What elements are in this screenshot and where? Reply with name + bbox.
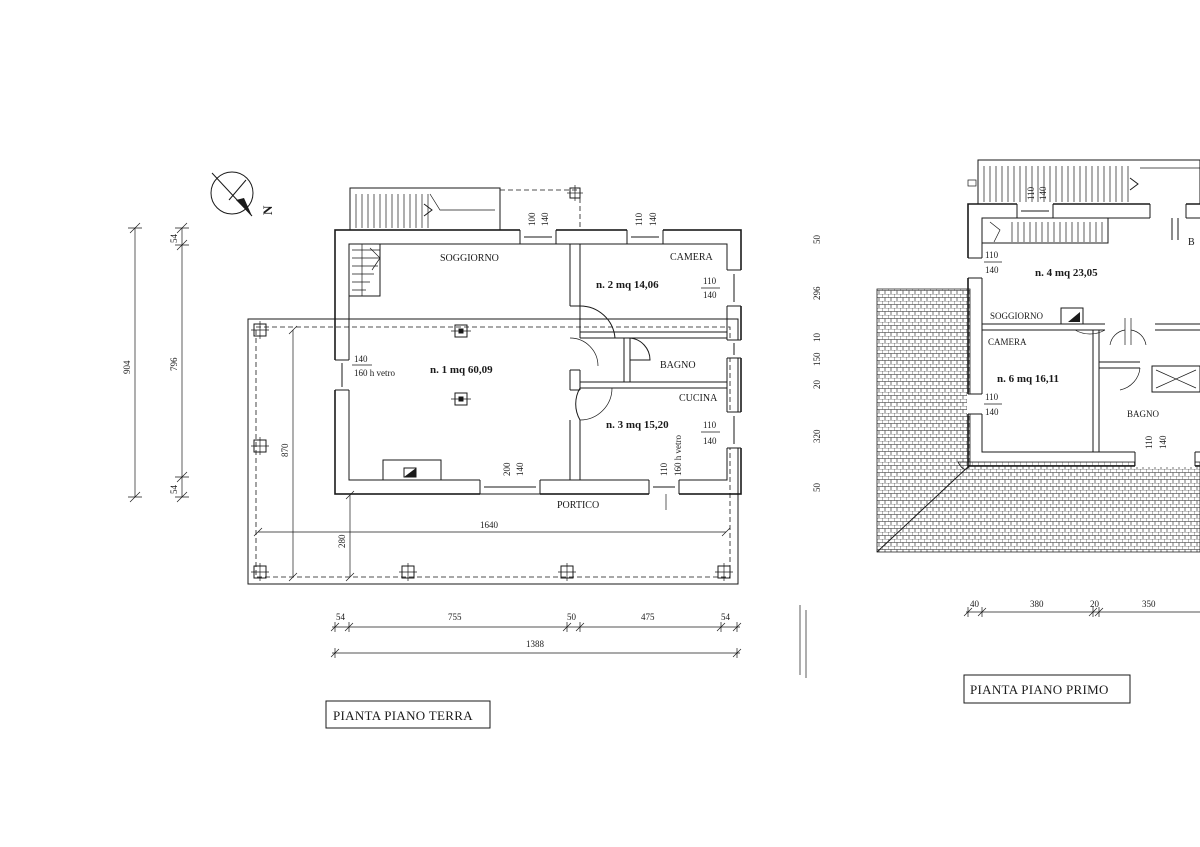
ground-floor-title: PIANTA PIANO TERRA [325, 700, 491, 729]
svg-text:110: 110 [1026, 186, 1036, 200]
svg-text:140: 140 [1158, 435, 1168, 449]
ground-floor-plan: SOGGIORNO CAMERA BAGNO CUCINA PORTICO n.… [122, 185, 742, 729]
svg-text:110: 110 [703, 276, 717, 286]
area-n2: n. 2 mq 14,06 [596, 279, 659, 291]
room-label-camera: CAMERA [670, 252, 714, 263]
first-floor-plan: SOGGIORNO CAMERA BAGNO B n. 4 mq 23,05 n… [812, 159, 1200, 704]
portico-inner [255, 326, 731, 578]
first-window-notes: 110 140 110 140 110 140 110 140 [984, 186, 1168, 449]
room-label-bagno-first: BAGNO [1127, 409, 1160, 419]
svg-text:50: 50 [812, 483, 822, 493]
area-n4: n. 4 mq 23,05 [1035, 267, 1098, 279]
first-internal-stairs [981, 217, 1109, 244]
svg-text:54: 54 [721, 612, 731, 622]
ground-left-dimensions: 904 54 796 54 [122, 222, 189, 503]
area-n1: n. 1 mq 60,09 [430, 364, 493, 376]
svg-text:380: 380 [1030, 599, 1044, 609]
svg-text:320: 320 [812, 429, 822, 443]
svg-text:110: 110 [985, 250, 999, 260]
area-n6: n. 6 mq 16,11 [997, 373, 1059, 385]
svg-text:140: 140 [1038, 186, 1048, 200]
first-external-stairs [967, 159, 1200, 205]
svg-text:20: 20 [812, 380, 822, 390]
fireplace [382, 459, 442, 481]
svg-text:100: 100 [527, 212, 537, 226]
first-left-dimensions: 50 296 10 150 20 320 50 [812, 235, 822, 493]
room-label-portico: PORTICO [557, 500, 599, 511]
svg-text:140: 140 [515, 462, 525, 476]
svg-text:40: 40 [970, 599, 980, 609]
svg-text:280: 280 [337, 534, 347, 548]
svg-text:140: 140 [985, 265, 999, 275]
svg-text:140: 140 [703, 436, 717, 446]
svg-text:475: 475 [641, 612, 655, 622]
svg-text:110: 110 [1144, 435, 1154, 449]
svg-text:296: 296 [812, 286, 822, 300]
first-bottom-dimensions: 40 380 20 350 [963, 599, 1200, 617]
svg-text:140: 140 [703, 290, 717, 300]
svg-text:110: 110 [985, 392, 999, 402]
svg-text:1640: 1640 [480, 520, 499, 530]
svg-text:160 h vetro: 160 h vetro [673, 435, 683, 476]
svg-text:54: 54 [169, 234, 179, 244]
svg-text:140: 140 [354, 354, 368, 364]
room-label-cucina: CUCINA [679, 393, 718, 404]
svg-text:50: 50 [812, 235, 822, 245]
room-label-camera-first: CAMERA [988, 337, 1027, 347]
room-label-soggiorno-first: SOGGIORNO [990, 311, 1044, 321]
svg-text:54: 54 [336, 612, 346, 622]
living-room-pillars [451, 324, 471, 406]
ground-internal-stairs [349, 244, 381, 297]
svg-text:796: 796 [169, 357, 179, 371]
svg-text:160 h vetro: 160 h vetro [354, 368, 395, 378]
room-label-soggiorno: SOGGIORNO [440, 253, 499, 264]
svg-text:350: 350 [1142, 599, 1156, 609]
svg-text:50: 50 [567, 612, 577, 622]
svg-text:10: 10 [812, 333, 822, 343]
portico-outline [247, 318, 739, 585]
svg-text:54: 54 [169, 485, 179, 495]
svg-text:140: 140 [985, 407, 999, 417]
svg-text:200: 200 [502, 462, 512, 476]
ground-window-notes: 140 160 h vetro 110 140 110 140 100 140 … [352, 212, 720, 510]
svg-text:PIANTA PIANO PRIMO: PIANTA PIANO PRIMO [970, 682, 1109, 697]
ground-bottom-dimensions: 54 755 50 475 54 1388 [330, 612, 742, 658]
room-label-cut-b: B [1188, 237, 1195, 248]
svg-text:755: 755 [448, 612, 462, 622]
ground-external-stairs [349, 187, 501, 231]
area-n3: n. 3 mq 15,20 [606, 419, 669, 431]
svg-text:150: 150 [812, 352, 822, 366]
svg-text:110: 110 [659, 462, 669, 476]
svg-text:870: 870 [280, 443, 290, 457]
room-label-bagno: BAGNO [660, 360, 696, 371]
first-floor-title: PIANTA PIANO PRIMO [963, 674, 1131, 704]
svg-text:110: 110 [703, 420, 717, 430]
svg-text:140: 140 [540, 212, 550, 226]
north-arrow: N [210, 171, 275, 217]
svg-text:110: 110 [634, 212, 644, 226]
svg-text:20: 20 [1090, 599, 1100, 609]
sheet-fold-mark [799, 605, 807, 678]
svg-text:904: 904 [122, 360, 132, 374]
svg-text:PIANTA PIANO TERRA: PIANTA PIANO TERRA [333, 708, 473, 723]
roof-tiles [876, 288, 1200, 553]
portico-pillars [251, 185, 733, 581]
portico-dimensions: 870 280 1640 [253, 325, 731, 582]
north-label: N [260, 205, 275, 215]
svg-text:1388: 1388 [526, 639, 545, 649]
svg-text:140: 140 [648, 212, 658, 226]
